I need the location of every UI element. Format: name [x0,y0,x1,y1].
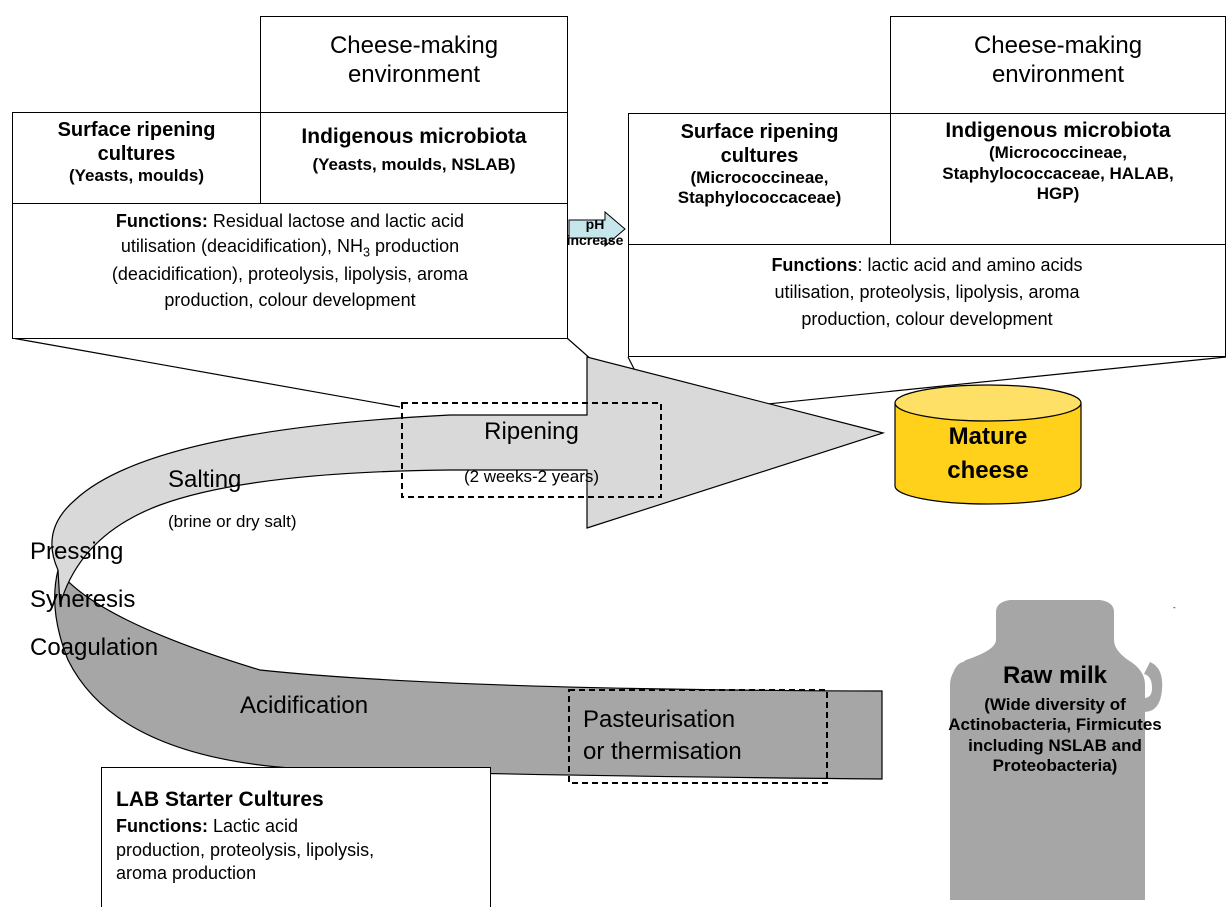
raw-milk-line2: Actinobacteria, Firmicutes [948,715,1162,735]
right-indig-title: Indigenous microbiota [945,119,1171,142]
lab-functions-line3: aroma production [116,863,257,884]
right-surface-title-line2: cultures [720,145,799,167]
lab-functions-line1: Lactic acid [208,816,299,837]
left-surface-cultures-text: Surface ripening cultures (Yeasts, mould… [12,118,261,186]
nh3-subscript: 3 [363,245,371,260]
left-indigenous-cell [260,112,568,204]
salting-label: Salting [168,466,242,493]
lab-starter-box [101,767,491,907]
coagulation-label: Coagulation [30,634,159,661]
milk-can-icon [950,600,1163,900]
left-functions-line3: (deacidification), proteolysis, lipolysi… [111,264,469,285]
raw-milk-line3: including NSLAB and [968,735,1142,755]
ripening-dashed-box [401,402,662,498]
ph-label-line2: increase [566,232,624,249]
syneresis-label: Syneresis [30,586,136,613]
left-surface-title-line1: Surface ripening [57,119,216,141]
right-functions-text: Functions: lactic acid and amino acids u… [628,252,1226,333]
left-env-title-line2: environment [347,60,481,88]
right-indig-sub-line1: (Micrococcineae, [989,143,1127,163]
right-env-title-line1: Cheese-making [973,32,1143,59]
ph-increase-arrow [568,210,626,248]
pressing-label: Pressing [30,538,124,565]
left-indig-title: Indigenous microbiota [301,125,527,148]
process-arrow-lower-band [54,568,883,780]
left-functions-line4: production, colour development [164,289,416,310]
right-functions-line3: production, colour development [801,309,1053,329]
right-functions-box [628,244,1226,357]
left-functions-text: Functions: Residual lactose and lactic a… [12,209,568,313]
right-surface-cultures-text: Surface ripening cultures (Micrococcinea… [628,120,891,209]
right-functions-label: Functions [771,255,858,275]
raw-milk-title: Raw milk [1002,662,1108,689]
left-surface-title-line2: cultures [97,143,176,165]
pasteurisation-line1: Pasteurisation [583,706,736,733]
left-environment-title: Cheese-making environment [260,32,568,90]
pasteurisation-label: Pasteurisation or thermisation [583,704,742,769]
raw-milk-line1: (Wide diversity of [984,694,1126,714]
left-callout-line-1 [11,337,401,408]
ph-increase-label: pH increase [556,216,634,248]
right-functions-line1: : lactic acid and amino acids [857,255,1083,275]
right-surface-sub-line2: Staphylococcaceae) [677,188,842,208]
mature-cheese-line2: cheese [947,456,1029,484]
left-functions-box [12,203,568,339]
acidification-label: Acidification [240,692,369,719]
mature-cheese-label: Mature cheese [895,420,1081,487]
process-arrow-upper-band [51,356,886,606]
cheese-cylinder-icon [894,384,1082,505]
stray-mark: - [1173,603,1176,612]
right-surface-title-line1: Surface ripening [680,121,839,143]
lab-starter-title: LAB Starter Cultures [116,788,324,811]
right-indig-sub-line3: HGP) [1036,183,1080,203]
ripening-label: Ripening [484,418,579,445]
right-environment-header [890,16,1226,114]
ph-label-line1: pH [585,216,605,232]
mature-cheese-line1: Mature [948,423,1028,450]
right-functions-line2: utilisation, proteolysis, lipolysis, aro… [774,282,1080,302]
raw-milk-label: Raw milk (Wide diversity of Actinobacter… [884,662,1226,776]
pasteurisation-dashed-box [568,689,828,784]
right-surface-sub-line1: (Micrococcineae, [690,168,829,187]
pasteurisation-line2: or thermisation [583,738,742,766]
raw-milk-line4: Proteobacteria) [992,755,1118,775]
lab-starter-text: LAB Starter Cultures Functions: Lactic a… [116,786,486,885]
left-env-title-line1: Cheese-making [329,32,499,59]
salting-sub-label: (brine or dry salt) [168,512,297,531]
right-indig-sub-line2: Staphylococcaceae, HALAB, [942,163,1174,183]
lab-functions-label: Functions: [116,816,208,837]
right-surface-cultures-cell [628,113,891,245]
right-environment-title: Cheese-making environment [890,32,1226,90]
right-indigenous-text: Indigenous microbiota (Micrococcineae, S… [886,118,1226,204]
lab-functions-line2: production, proteolysis, lipolysis, [116,839,375,860]
left-functions-line2a: utilisation (deacidification), NH [120,236,364,257]
left-functions-line1: Residual lactose and lactic acid [207,211,465,231]
left-indigenous-text: Indigenous microbiota (Yeasts, moulds, N… [260,124,568,176]
left-surface-sub: (Yeasts, moulds) [68,166,205,185]
left-functions-line2b: production [370,236,460,257]
right-indigenous-cell [890,113,1226,245]
right-env-title-line2: environment [991,60,1125,88]
left-indig-sub: (Yeasts, moulds, NSLAB) [312,155,516,175]
left-functions-label: Functions: [115,211,208,231]
ripening-time-label: (2 weeks-2 years) [463,467,600,486]
